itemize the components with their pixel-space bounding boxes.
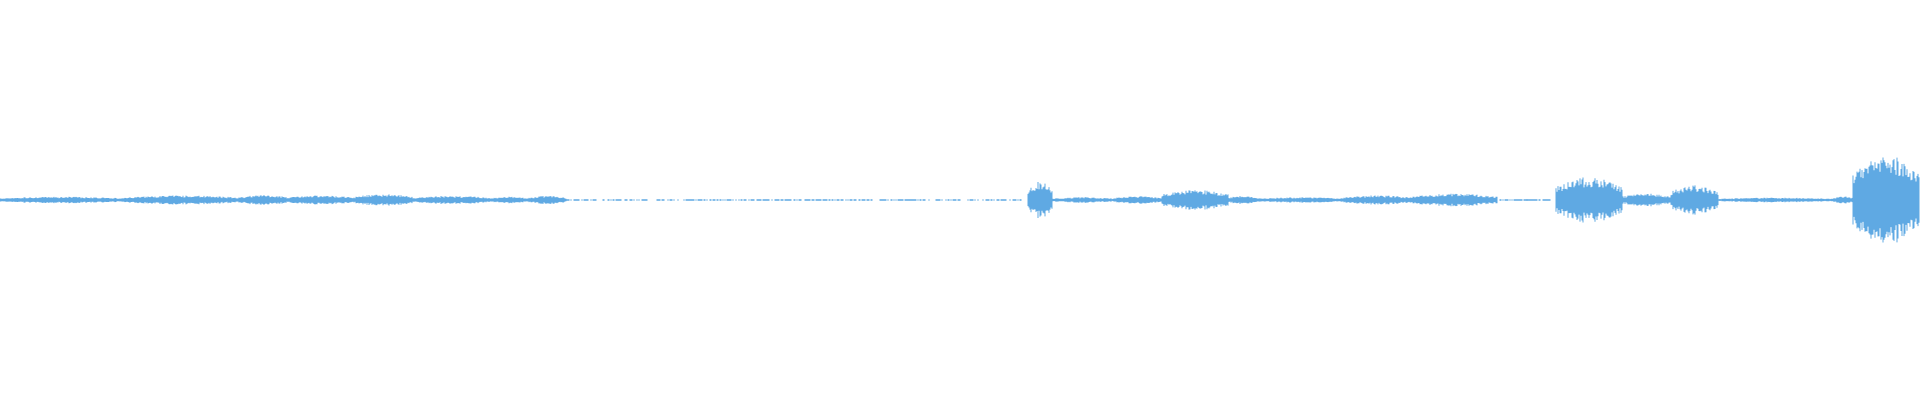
waveform-path xyxy=(0,157,1920,243)
